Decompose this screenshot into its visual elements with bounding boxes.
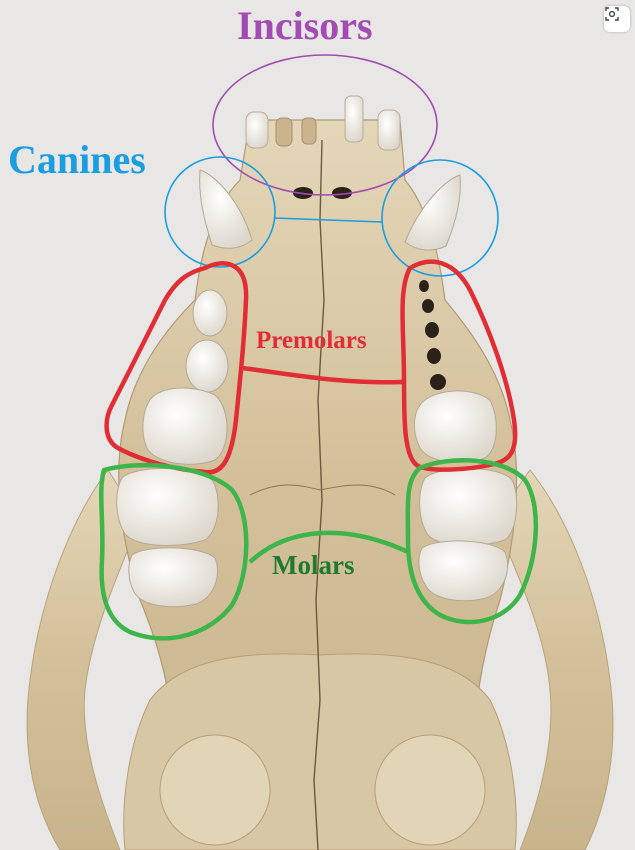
molar-right-1 [419, 468, 518, 546]
incisor-2 [275, 117, 293, 147]
lens-search-icon [605, 7, 619, 21]
incisor-5 [377, 109, 401, 151]
molars-connector [248, 530, 409, 564]
premolar-left-1 [192, 289, 228, 337]
label-canines: Canines [8, 137, 146, 182]
premolar-left-3 [142, 387, 228, 465]
incisive-foramen-right [332, 187, 352, 199]
palatine-suture [249, 484, 396, 496]
incisor-3 [301, 117, 317, 145]
palate-suture [313, 139, 325, 850]
incisor-1 [245, 111, 269, 149]
premolar-left-2 [185, 339, 229, 393]
bulla-left [159, 734, 271, 846]
molars-outline-left [99, 462, 249, 641]
canine-left [199, 169, 253, 249]
canines-connector [273, 217, 383, 223]
molar-left-2 [128, 547, 219, 608]
canine-right [404, 174, 461, 251]
label-molars: Molars [272, 550, 355, 580]
label-premolars: Premolars [256, 327, 367, 354]
incisors-outline [212, 54, 438, 196]
canine-right-outline [381, 159, 499, 277]
label-incisors: Incisors [237, 3, 373, 48]
bulla-right [374, 734, 486, 846]
lens-search-button[interactable] [604, 6, 630, 32]
canine-left-outline [164, 156, 276, 268]
premolar-right-3 [413, 390, 497, 464]
premolars-connector [241, 365, 403, 385]
premolar-sockets-right [419, 280, 446, 390]
incisor-4 [344, 95, 364, 143]
molar-left-1 [116, 468, 219, 546]
molars-outline-right [405, 458, 539, 625]
molar-right-2 [418, 540, 509, 602]
